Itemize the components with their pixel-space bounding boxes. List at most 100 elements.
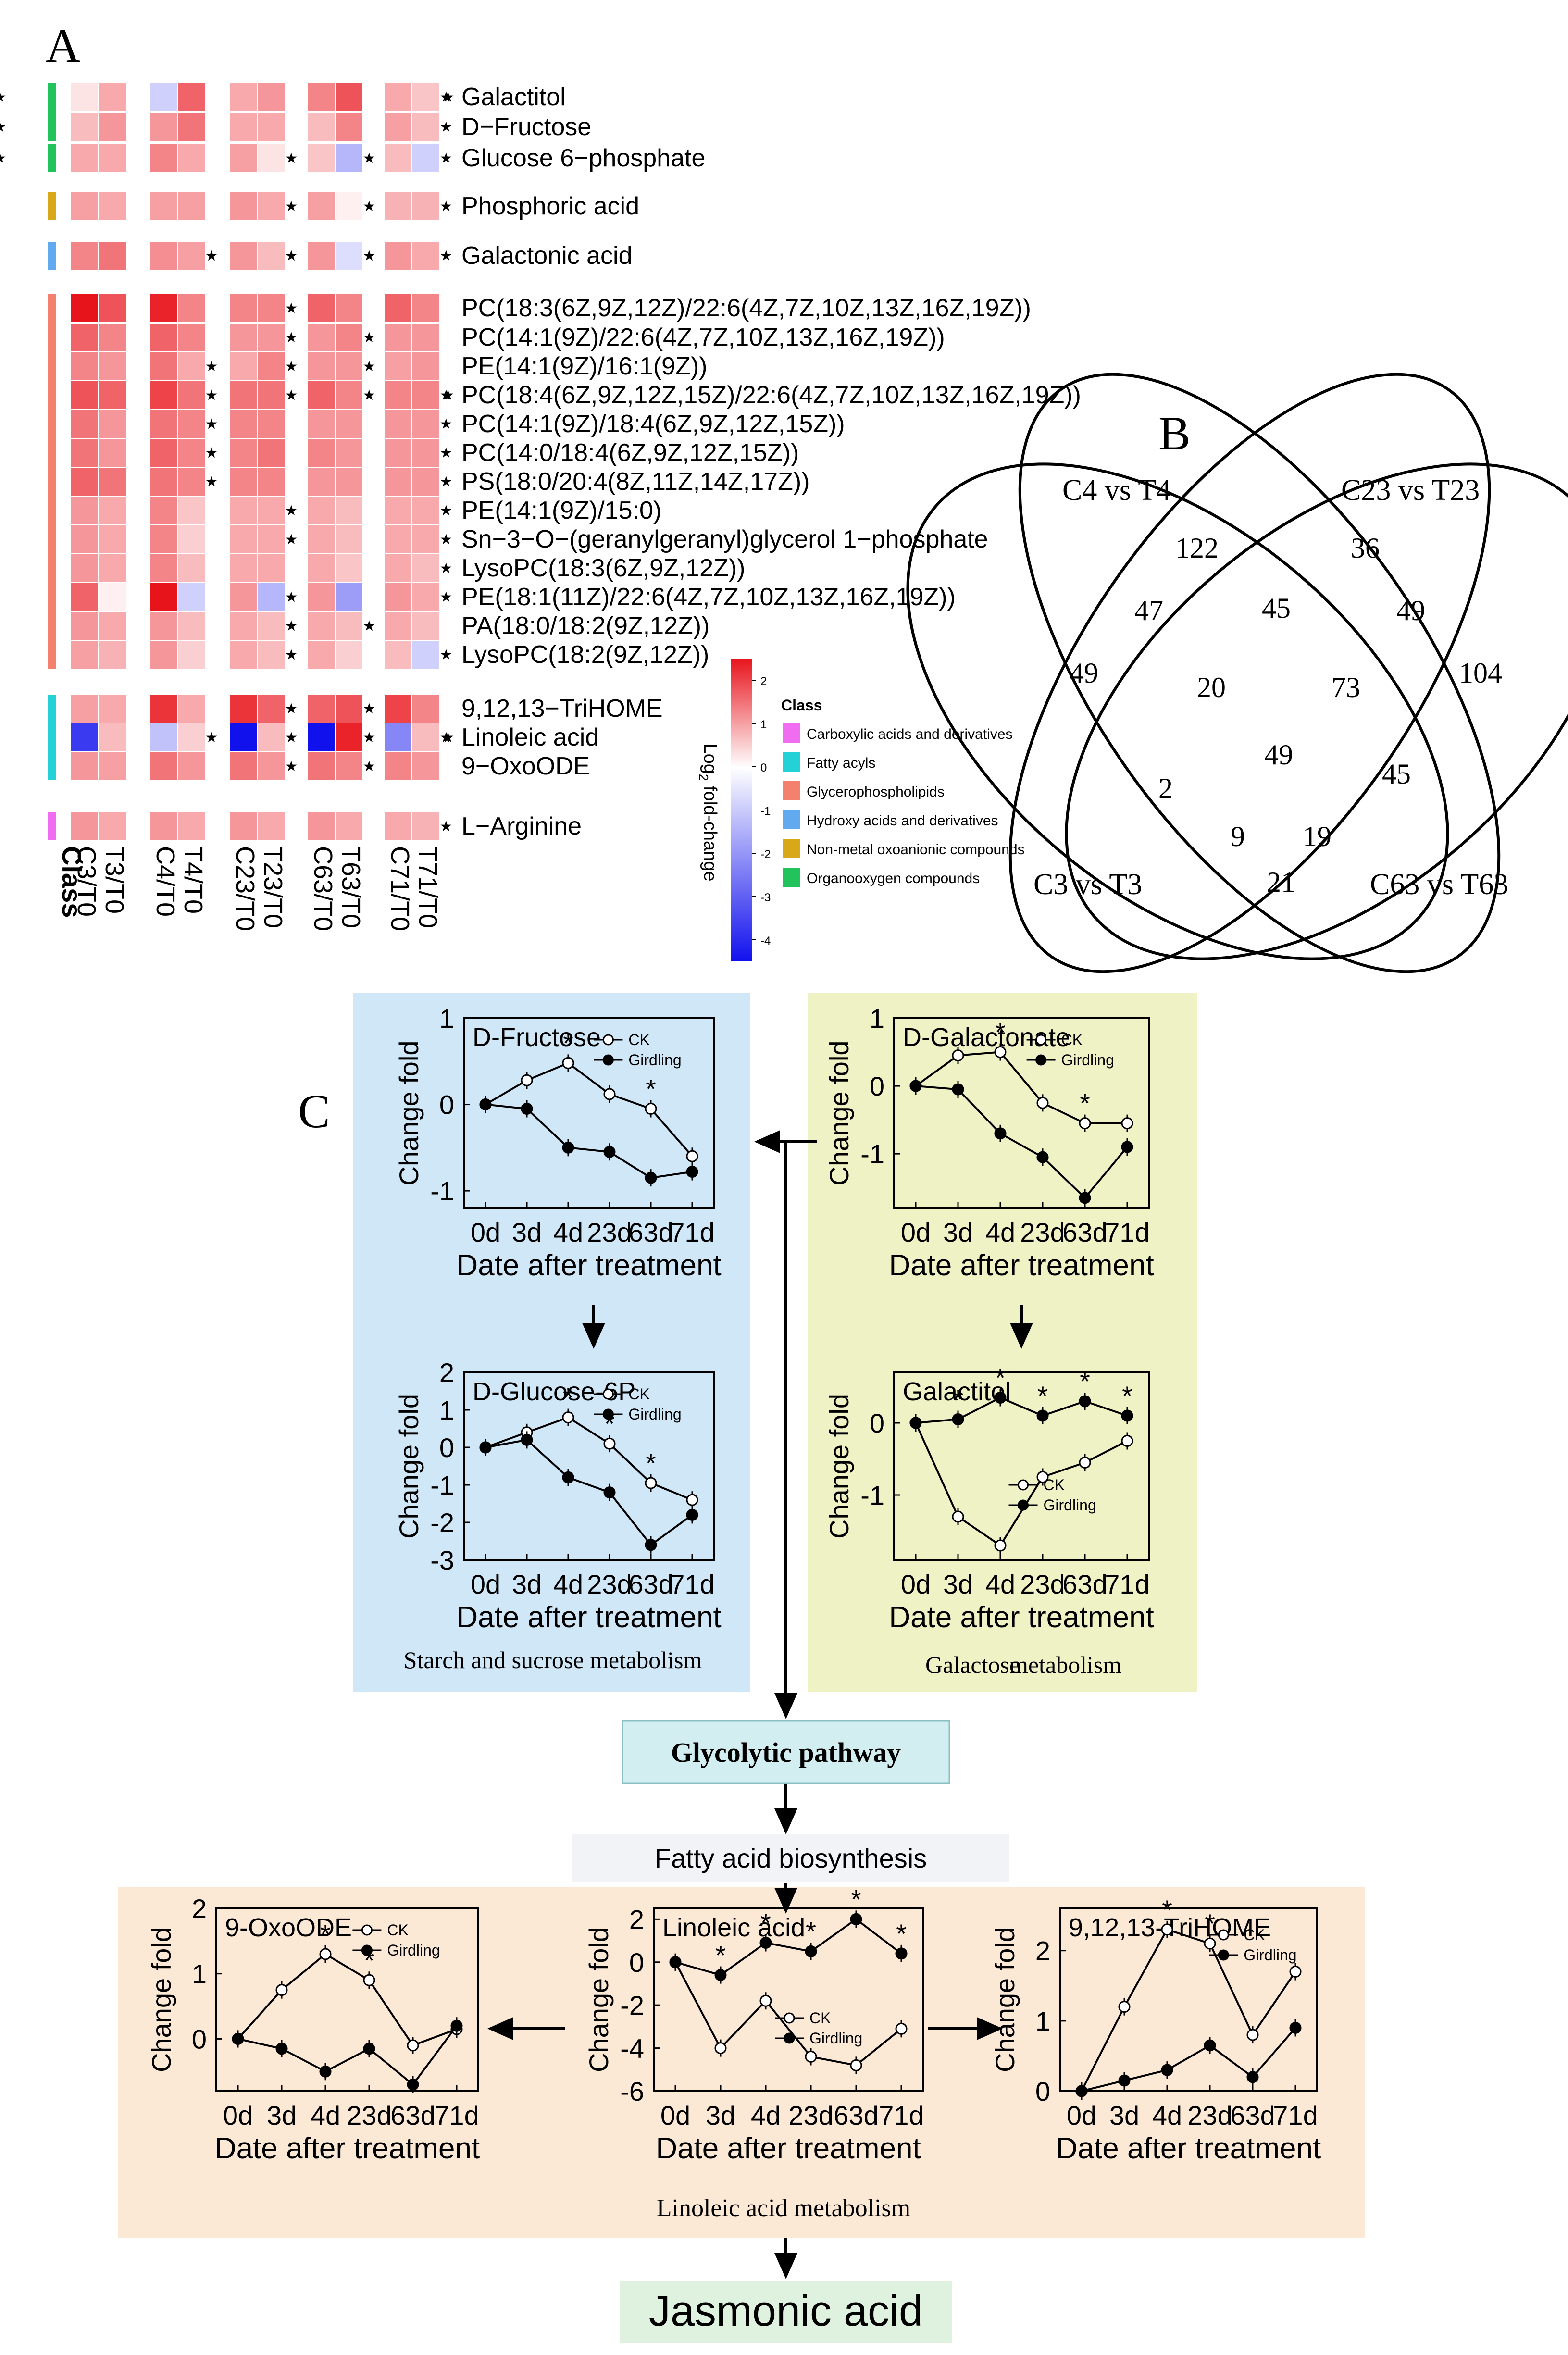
heatmap-row-label: PC(18:4(6Z,9Z,12Z,15Z)/22:6(4Z,7Z,10Z,13…	[461, 381, 1081, 409]
girdling-series-point	[1118, 2074, 1131, 2087]
heatmap-cell	[308, 497, 335, 524]
heatmap-row-label: Galactitol	[461, 83, 566, 111]
heatmap-cell	[150, 83, 177, 111]
heatmap-cell	[178, 583, 205, 611]
legend-girdling-marker	[602, 1054, 614, 1066]
heatmap-cell	[308, 113, 335, 141]
girdling-series-point	[479, 1441, 492, 1454]
significance-star: ★	[205, 445, 218, 461]
galactose-box	[808, 993, 1197, 1692]
x-axis-label: Date after treatment	[889, 1249, 1154, 1282]
x-axis-label: Date after treatment	[456, 1249, 721, 1282]
heatmap-cell	[150, 352, 177, 380]
ck-series-line	[915, 1422, 1128, 1547]
ck-series-point	[1161, 1923, 1173, 1936]
heatmap-cell	[258, 525, 285, 553]
y-tick-label: -1	[860, 1480, 884, 1510]
x-tick-label: 4d	[985, 1217, 1015, 1247]
heatmap-cell	[230, 468, 257, 496]
heatmap-cell	[308, 812, 335, 840]
heatmap-cell	[336, 583, 362, 611]
heatmap-cell	[71, 83, 98, 111]
heatmap-cell	[336, 468, 362, 496]
heatmap-column-label: C4/T0	[151, 846, 180, 917]
heatmap-cell	[308, 352, 335, 380]
significance-star: ★	[440, 819, 453, 835]
heatmap-cell	[99, 381, 126, 409]
y-tick-label: 0	[192, 2024, 207, 2054]
girdling-series-point	[1036, 1409, 1049, 1422]
x-tick-label: 3d	[943, 1569, 973, 1599]
girdling-series-point	[1075, 2085, 1088, 2097]
significance-star: *	[760, 1908, 771, 1938]
heatmap-row-label: 9,12,13−TriHOME	[461, 695, 663, 723]
heatmap-cell	[336, 294, 362, 322]
ck-series-point	[714, 2042, 727, 2055]
heatmap-cell	[308, 752, 335, 780]
x-tick-label: 23d	[587, 1569, 632, 1599]
x-tick-label: 63d	[1230, 2100, 1275, 2131]
heatmap-row-label: Galactonic acid	[461, 242, 633, 270]
chart-title: D-Fructose	[473, 1023, 601, 1052]
significance-star: ★	[440, 199, 453, 214]
girdling-series-point	[319, 2065, 332, 2078]
legend-ck-marker	[1035, 1034, 1047, 1046]
heatmap-cell	[385, 439, 411, 467]
y-tick-label: 2	[629, 1904, 644, 1934]
venn-count-c4-c23: 45	[1262, 592, 1291, 624]
girdling-series-point	[479, 1098, 492, 1111]
significance-star: ★	[285, 730, 298, 746]
class-axis-label: Class	[57, 846, 87, 918]
significance-star: *	[995, 1017, 1006, 1047]
x-tick-label: 63d	[834, 2100, 878, 2131]
heatmap-cell	[178, 554, 205, 582]
significance-star: *	[320, 1919, 331, 1949]
heatmap-cell	[71, 752, 98, 780]
x-tick-label: 63d	[1062, 1217, 1107, 1247]
heatmap-column-label: T23/T0	[259, 846, 287, 928]
heatmap-cell	[178, 812, 205, 840]
y-tick-label: -4	[620, 2033, 644, 2064]
ck-series-point	[603, 1088, 616, 1100]
heatmap-cell	[258, 723, 285, 751]
heatmap-cell	[385, 381, 411, 409]
colorbar-tick-label: -2	[760, 848, 771, 861]
x-tick-label: 63d	[1062, 1569, 1107, 1599]
heatmap-cell	[99, 242, 126, 270]
y-tick-label: 1	[870, 1003, 884, 1034]
colorbar: Log2 fold-change 210-1-2-3-4	[697, 659, 771, 961]
heatmap-cell	[336, 439, 362, 467]
legend-girdling-label: Girdling	[628, 1406, 681, 1423]
ck-series-point	[1121, 1435, 1133, 1447]
girdling-series-point	[805, 1945, 817, 1957]
significance-star: ★	[442, 387, 455, 403]
heatmap-cell	[178, 439, 205, 467]
heatmap-cell	[99, 525, 126, 553]
heatmap-cell	[385, 324, 411, 351]
heatmap-cell	[230, 695, 257, 723]
heatmap-cell	[230, 525, 257, 553]
chart-title: 9-OxoODE	[225, 1913, 352, 1942]
heatmap-cell	[99, 324, 126, 351]
significance-star: ★	[285, 387, 298, 403]
significance-star: ★	[363, 618, 376, 634]
y-axis-label: Change fold	[394, 1394, 424, 1539]
significance-star: ★	[285, 300, 298, 316]
significance-star: *	[715, 1940, 726, 1970]
heatmap-cell	[178, 641, 205, 669]
heatmap-cell	[385, 468, 411, 496]
venn-diagram: C4 vs T4 C23 vs T23 C3 vs T3 C63 vs T63 …	[906, 373, 1568, 973]
girdling-series-point	[1121, 1141, 1133, 1153]
girdling-series-point	[759, 1937, 772, 1949]
legend-girdling-marker	[784, 2032, 795, 2044]
heatmap-cell	[150, 752, 177, 780]
heatmap-cell	[258, 192, 285, 220]
ck-series-point	[1036, 1097, 1049, 1109]
y-tick-label: 2	[192, 1894, 207, 1924]
y-tick-label: -2	[430, 1508, 454, 1538]
ck-series-point	[759, 1994, 772, 2007]
heatmap-cell	[71, 324, 98, 351]
heatmap-cell	[336, 525, 362, 553]
venn-ellipse-c23	[1008, 373, 1491, 973]
girdling-series-point	[994, 1392, 1007, 1404]
